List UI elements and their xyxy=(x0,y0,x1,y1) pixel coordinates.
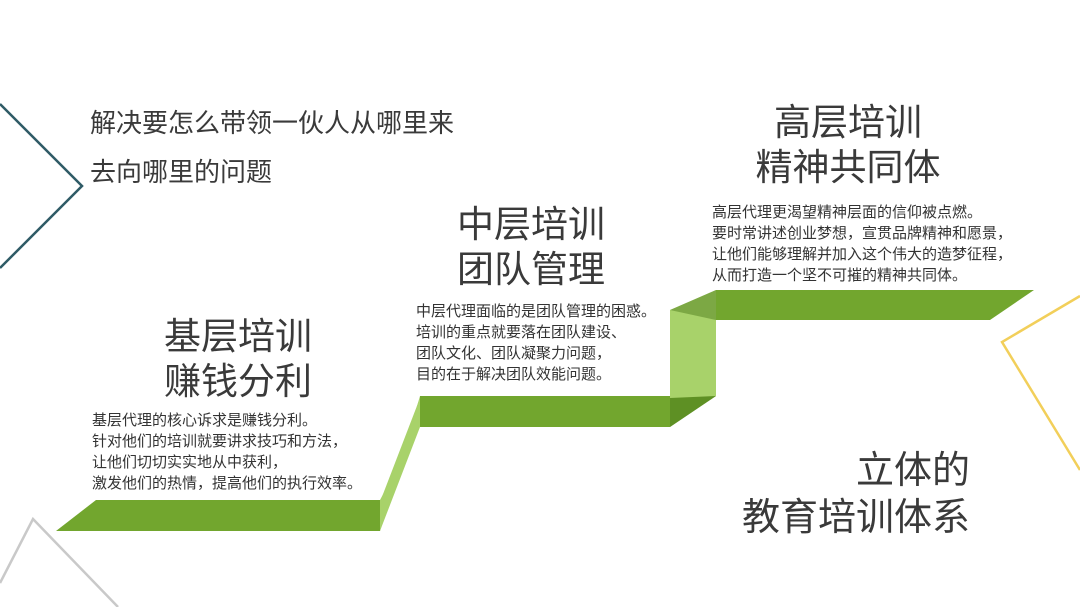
step-3-description: 高层代理更渴望精神层面的信仰被点燃。 要时常讲述创业梦想，宣贯品牌精神和愿景， … xyxy=(712,202,1012,286)
step-1-desc-line-2: 针对他们的培训就要讲求技巧和方法， xyxy=(92,432,348,450)
step-3-desc-line-4: 从而打造一个坚不可摧的精神共同体。 xyxy=(712,266,968,284)
step-3-desc-line-1: 高层代理更渴望精神层面的信仰被点燃。 xyxy=(712,203,983,221)
step-2-desc-line-4: 目的在于解决团队效能问题。 xyxy=(416,365,612,383)
step-3-desc-line-2: 要时常讲述创业梦想，宣贯品牌精神和愿景， xyxy=(712,224,1013,242)
step-1-title-line-1: 基层培训 xyxy=(164,315,312,358)
intro-line-2: 去向哪里的问题 xyxy=(90,158,273,188)
teal-chevron-decoration xyxy=(0,103,84,269)
step-1-title: 基层培训 赚钱分利 xyxy=(138,314,338,404)
step-1-desc-line-4: 激发他们的热情，提高他们的执行效率。 xyxy=(92,474,363,492)
step-3-desc-line-3: 让他们能够理解并加入这个伟大的造梦征程， xyxy=(712,245,1013,263)
yellow-diamond-decoration xyxy=(1000,294,1080,471)
step-2-desc-line-1: 中层代理面临的是团队管理的困惑。 xyxy=(416,302,657,320)
intro-line-1: 解决要怎么带领一伙人从哪里来 xyxy=(90,109,455,139)
step-2-title-line-1: 中层培训 xyxy=(457,203,605,246)
step-1-riser-face xyxy=(380,398,420,531)
step-1-tread xyxy=(56,500,380,531)
step-1-desc-line-3: 让他们切切实实地从中获利， xyxy=(92,453,288,471)
step-3-title-line-2: 精神共同体 xyxy=(755,146,941,189)
step-3-tread xyxy=(716,290,1034,320)
step-1-description: 基层代理的核心诉求是赚钱分利。 针对他们的培训就要讲求技巧和方法， 让他们切切实… xyxy=(92,410,362,494)
summary-text: 立体的 教育培训体系 xyxy=(700,447,970,541)
step-1-title-line-2: 赚钱分利 xyxy=(164,360,312,403)
step-1-desc-line-1: 基层代理的核心诉求是赚钱分利。 xyxy=(92,411,318,429)
intro-text: 解决要怎么带领一伙人从哪里来 去向哪里的问题 xyxy=(90,100,454,198)
step-2-tread xyxy=(420,396,716,427)
step-2-title: 中层培训 团队管理 xyxy=(436,202,626,292)
step-2-title-line-2: 团队管理 xyxy=(457,248,605,291)
gray-triangle-decoration xyxy=(0,516,119,607)
step-2-description: 中层代理面临的是团队管理的困惑。 培训的重点就要落在团队建设、 团队文化、团队凝… xyxy=(416,301,656,385)
summary-line-2: 教育培训体系 xyxy=(741,495,970,539)
summary-line-1: 立体的 xyxy=(855,448,970,492)
step-2-fold xyxy=(670,396,716,427)
step-3-title-line-1: 高层培训 xyxy=(774,101,922,144)
step-2-desc-line-3: 团队文化、团队凝聚力问题， xyxy=(416,344,612,362)
step-3-fold xyxy=(670,290,716,320)
step-3-title: 高层培训 精神共同体 xyxy=(748,100,948,190)
step-2-desc-line-2: 培训的重点就要落在团队建设、 xyxy=(416,323,627,341)
